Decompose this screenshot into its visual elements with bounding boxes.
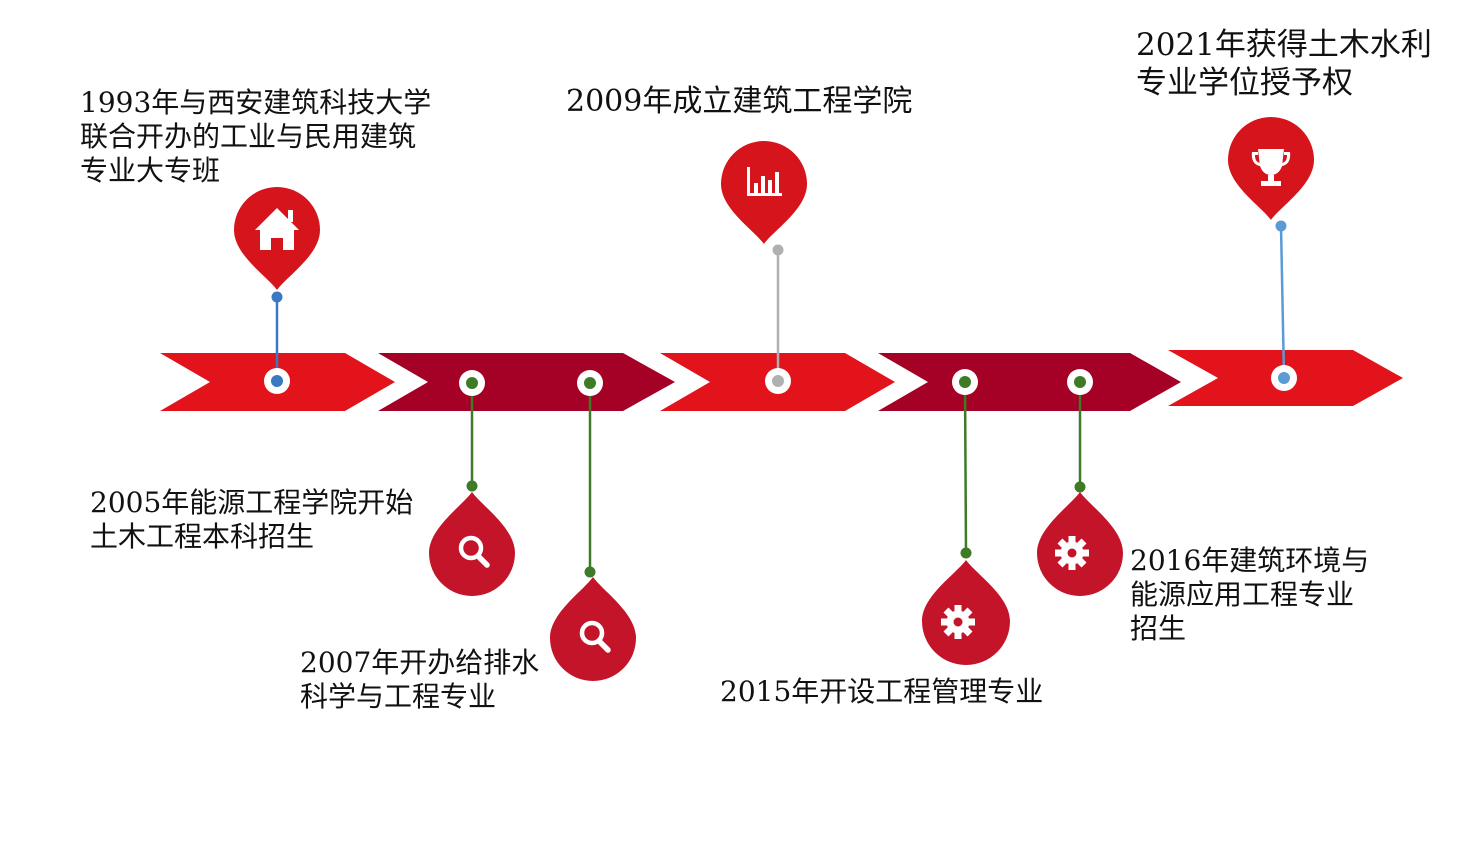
label-line: 专业大专班 bbox=[80, 154, 221, 188]
stem-2015 bbox=[963, 381, 968, 554]
label-line: 2015年开设工程管理专业 bbox=[720, 675, 1044, 708]
pin-2021 bbox=[1228, 117, 1314, 220]
label-line: 2009年成立建筑工程学院 bbox=[566, 84, 913, 119]
node-2007 bbox=[577, 370, 603, 396]
arrow-segment-2 bbox=[378, 353, 675, 411]
label-line: 2005年能源工程学院开始 bbox=[90, 486, 414, 519]
milestone-label-2007: 2007年开办给排水 科学与工程专业 bbox=[300, 646, 539, 714]
node-2016 bbox=[1067, 369, 1093, 395]
milestone-label-2015: 2015年开设工程管理专业 bbox=[720, 675, 1043, 709]
stem-end-2021 bbox=[1275, 220, 1287, 232]
stem-end-2007 bbox=[584, 566, 596, 578]
stem-2021 bbox=[1279, 225, 1286, 379]
node-1993 bbox=[264, 368, 290, 394]
label-line: 联合开办的工业与民用建筑 bbox=[80, 120, 417, 154]
search-icon bbox=[579, 620, 611, 653]
node-2015 bbox=[952, 369, 978, 395]
milestone-label-2005: 2005年能源工程学院开始 土木工程本科招生 bbox=[90, 486, 413, 554]
node-2005 bbox=[459, 370, 485, 396]
label-line: 2007年开办给排水 bbox=[300, 646, 540, 679]
pin-2005 bbox=[429, 492, 515, 596]
stem-end-1993 bbox=[271, 291, 283, 303]
stem-end-2016 bbox=[1074, 481, 1086, 493]
label-line: 专业学位授予权 bbox=[1136, 64, 1353, 101]
arrow-segment-4 bbox=[878, 353, 1181, 411]
label-line: 能源应用工程专业 bbox=[1130, 578, 1355, 612]
search-icon bbox=[458, 535, 490, 568]
milestone-label-2016: 2016年建筑环境与 能源应用工程专业 招生 bbox=[1130, 544, 1369, 646]
label-line: 1993年与西安建筑科技大学 bbox=[80, 86, 432, 119]
home-icon bbox=[255, 208, 299, 250]
stem-end-2005 bbox=[466, 480, 478, 492]
label-line: 土木工程本科招生 bbox=[90, 520, 315, 554]
pin-2007 bbox=[550, 577, 636, 681]
label-line: 招生 bbox=[1130, 612, 1187, 646]
pin-1993 bbox=[234, 187, 320, 290]
gear-icon bbox=[941, 605, 975, 639]
pin-2016 bbox=[1037, 492, 1123, 596]
milestone-label-2021: 2021年获得土木水利 专业学位授予权 bbox=[1136, 27, 1432, 103]
node-2021 bbox=[1271, 365, 1297, 391]
trophy-icon bbox=[1251, 149, 1291, 186]
stem-end-2009 bbox=[772, 244, 784, 256]
stem-end-2015 bbox=[960, 547, 972, 559]
bar-chart-icon bbox=[747, 167, 782, 196]
label-line: 2016年建筑环境与 bbox=[1130, 544, 1370, 577]
milestone-label-1993: 1993年与西安建筑科技大学 联合开办的工业与民用建筑 专业大专班 bbox=[80, 86, 431, 188]
label-line: 科学与工程专业 bbox=[300, 680, 497, 714]
label-line: 2021年获得土木水利 bbox=[1136, 27, 1432, 63]
gear-icon bbox=[1055, 536, 1089, 570]
pin-2009 bbox=[721, 141, 807, 244]
pin-2015 bbox=[922, 560, 1010, 665]
milestone-label-2009: 2009年成立建筑工程学院 bbox=[566, 84, 912, 121]
node-2009 bbox=[765, 368, 791, 394]
